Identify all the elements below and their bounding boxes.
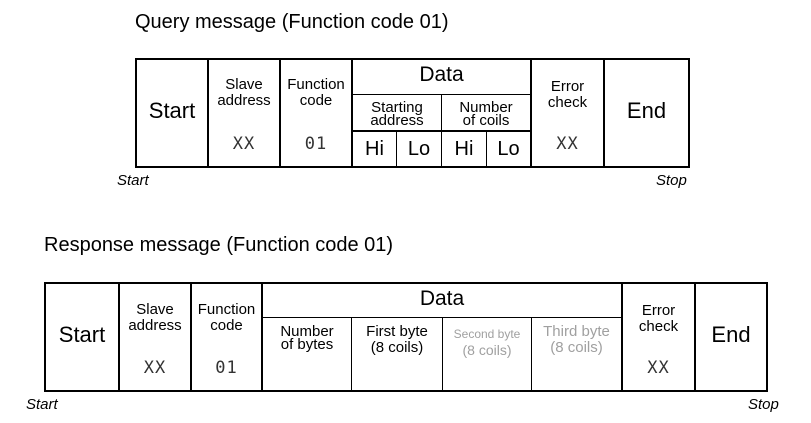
response-number-of-bytes-label: Number of bytes: [280, 323, 334, 353]
response-slave-address-value: XX: [143, 358, 167, 378]
response-error-check-label: Error check: [638, 302, 679, 335]
response-frame: [44, 282, 768, 392]
query-frame: [135, 58, 690, 168]
query-data-label: Data: [419, 63, 464, 86]
query-title: Query message (Function code 01): [135, 11, 449, 33]
response-second-byte-label: Second byte (8 coils): [453, 327, 521, 358]
query-starting-address-label: Starting address: [370, 99, 424, 129]
response-slave-address-label: Slave address: [128, 301, 182, 334]
query-coils-hi: Hi: [454, 138, 474, 160]
response-function-code-label: Function code: [197, 301, 256, 334]
response-third-byte-label: Third byte (8 coils): [543, 323, 610, 356]
query-number-of-coils-label: Number of coils: [459, 99, 513, 129]
response-first-byte-label: First byte (8 coils): [366, 323, 428, 356]
query-function-code-label: Function code: [287, 76, 345, 109]
query-slave-address-value: XX: [232, 134, 256, 154]
query-start-marker: Start: [117, 172, 149, 189]
query-slave-address-label: Slave address: [217, 76, 271, 109]
response-function-code-value: 01: [215, 358, 238, 378]
query-start-hi: Hi: [365, 138, 384, 160]
response-start-marker: Start: [26, 396, 58, 413]
response-stop-marker: Stop: [748, 396, 779, 413]
response-title: Response message (Function code 01): [44, 234, 394, 256]
query-end-field: End: [626, 98, 667, 123]
query-error-check-value: XX: [556, 134, 579, 154]
query-start-lo: Lo: [407, 138, 431, 160]
response-data-label: Data: [419, 287, 465, 310]
response-start-field: Start: [58, 322, 106, 347]
response-error-check-value: XX: [647, 358, 670, 378]
query-stop-marker: Stop: [656, 172, 687, 189]
query-start-field: Start: [148, 98, 196, 123]
query-coils-lo: Lo: [497, 138, 520, 160]
response-end-field: End: [711, 322, 751, 347]
query-function-code-value: 01: [304, 134, 328, 154]
query-error-check-label: Error check: [547, 78, 588, 111]
